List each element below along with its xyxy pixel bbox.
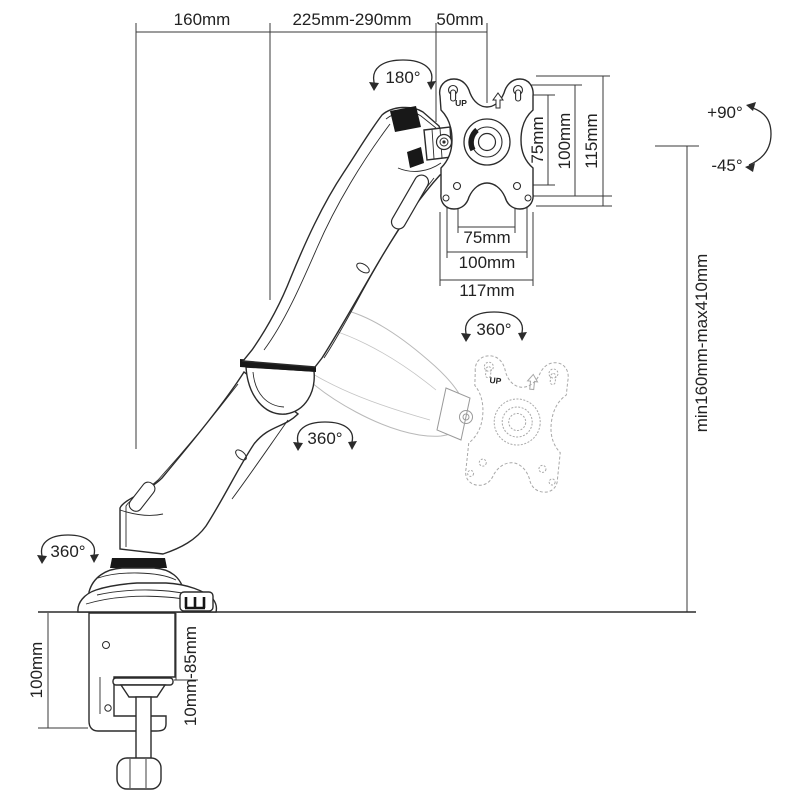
tilt-up-label: +90° <box>707 103 743 122</box>
tilt-down-label: -45° <box>711 156 742 175</box>
rotation-annotations: 180° 360° 360° 360° +90° -45° <box>37 59 772 564</box>
upper-arm-slot <box>390 174 430 230</box>
top-dimension-chain: 160mm 225mm-290mm 50mm <box>135 10 488 449</box>
tilt-annotation: +90° -45° <box>707 102 772 175</box>
desk-clamp <box>88 612 176 790</box>
hub-crescent-accent <box>468 127 479 152</box>
base-swivel-label: 360° <box>50 542 85 561</box>
dim-vesa-h100: 100mm <box>459 253 516 272</box>
hole-corner-right <box>524 194 532 202</box>
dim-vesa-v100: 100mm <box>555 113 574 170</box>
ghost-plate-outline <box>465 355 569 493</box>
elbow-knuckle <box>245 366 315 415</box>
ghost-vesa-plate: UP <box>465 355 569 493</box>
dim-vesa-v115: 115mm <box>582 113 601 168</box>
dim-vesa-h117: 117mm <box>459 281 514 300</box>
dim-arm-reach: 225mm-290mm <box>292 10 411 29</box>
lower-arm-slot <box>128 481 156 512</box>
vesa-plate: UP <box>435 78 534 210</box>
dim-clamp-height: 100mm <box>27 642 46 699</box>
arm-cap-accent <box>390 106 421 132</box>
hole-corner-left <box>442 194 450 202</box>
clamp-frame <box>88 612 176 732</box>
dim-head-offset: 50mm <box>436 10 483 29</box>
vesa-horizontal-dimensions: 75mm 100mm 117mm <box>439 188 534 300</box>
elbow-swivel-label: 360° <box>307 429 342 448</box>
dim-height-range: min160mm-max410mm <box>692 254 711 433</box>
base-swivel-annotation: 360° <box>37 534 99 564</box>
clamp-screw-column <box>135 696 152 760</box>
arm-base <box>77 370 300 613</box>
clamp-pad-plate <box>112 677 174 686</box>
vesa-spin-annotation: 360° <box>461 311 527 342</box>
base-rotation-ring <box>110 558 167 568</box>
dim-desk-thickness: 10mm-85mm <box>181 626 200 726</box>
vesa-spin-label: 360° <box>476 320 511 339</box>
clamp-pad-base <box>119 684 167 698</box>
arm-cap-lower-accent <box>407 147 424 168</box>
dimension-annotations: 160mm 225mm-290mm 50mm 75mm 100mm 115mm <box>27 10 711 729</box>
head-swivel-annotation: 180° <box>369 59 436 91</box>
clamp-knob <box>116 757 162 790</box>
lower-arm <box>119 370 300 555</box>
dim-vesa-h75: 75mm <box>463 228 510 247</box>
ghost-head-bracket <box>436 387 471 441</box>
hole-bottom-right <box>512 181 522 191</box>
height-range-dimension: min160mm-max410mm <box>655 145 711 612</box>
upper-arm <box>241 106 451 368</box>
ghost-up-arrow-icon <box>526 373 539 391</box>
dim-base-to-elbow: 160mm <box>174 10 231 29</box>
dim-vesa-v75: 75mm <box>528 116 547 163</box>
cable-clip-slots-icon <box>184 597 206 610</box>
upper-arm-hole <box>356 262 370 274</box>
hole-bottom-left <box>452 181 462 191</box>
clamp-dimensions: 100mm 10mm-85mm <box>27 613 200 729</box>
vesa-vertical-dimensions: 75mm 100mm 115mm <box>521 75 612 207</box>
head-swivel-label: 180° <box>385 68 420 87</box>
ghost-up-marking: UP <box>489 375 502 386</box>
lower-arm-hole <box>235 449 247 461</box>
elbow-swivel-annotation: 360° <box>293 421 357 451</box>
up-arrow-icon <box>492 92 504 109</box>
up-marking: UP <box>455 98 467 108</box>
